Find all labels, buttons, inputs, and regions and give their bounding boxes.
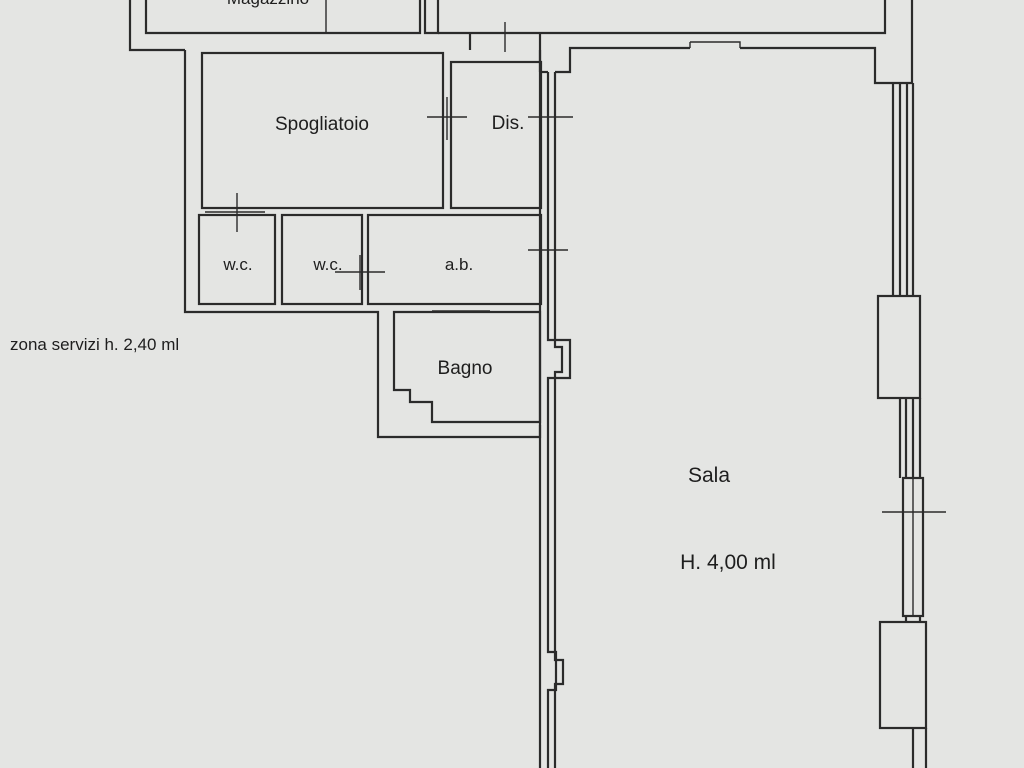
room-label-wc-1: w.c. [222,255,252,274]
door-marks [205,22,946,513]
room-label-spogliatoio: Spogliatoio [275,114,369,135]
room-spogliatoio: Spogliatoio [200,51,445,210]
room-bagno: Bagno [392,310,542,424]
room-label-ab: a.b. [445,255,473,274]
room-label-sala: Sala [688,464,730,487]
room-sala: Sala H. 4,00 ml [680,464,776,574]
services-zone-height-note: zona servizi h. 2,40 ml [10,335,179,354]
top-rooms-cut: Magazzino [128,0,914,85]
room-label-dis: Dis. [492,113,525,134]
room-wc-2: w.c. [280,213,364,306]
room-ab: a.b. [366,213,543,306]
sala-left-wall [538,50,572,768]
room-label-wc-2: w.c. [312,255,342,274]
room-dis: Dis. [449,60,543,210]
sala-height-note: H. 4,00 ml [680,551,776,574]
room-label-bagno: Bagno [438,358,493,379]
sala-right-wall [876,83,928,768]
top-cut-room-label: Magazzino [227,0,309,8]
